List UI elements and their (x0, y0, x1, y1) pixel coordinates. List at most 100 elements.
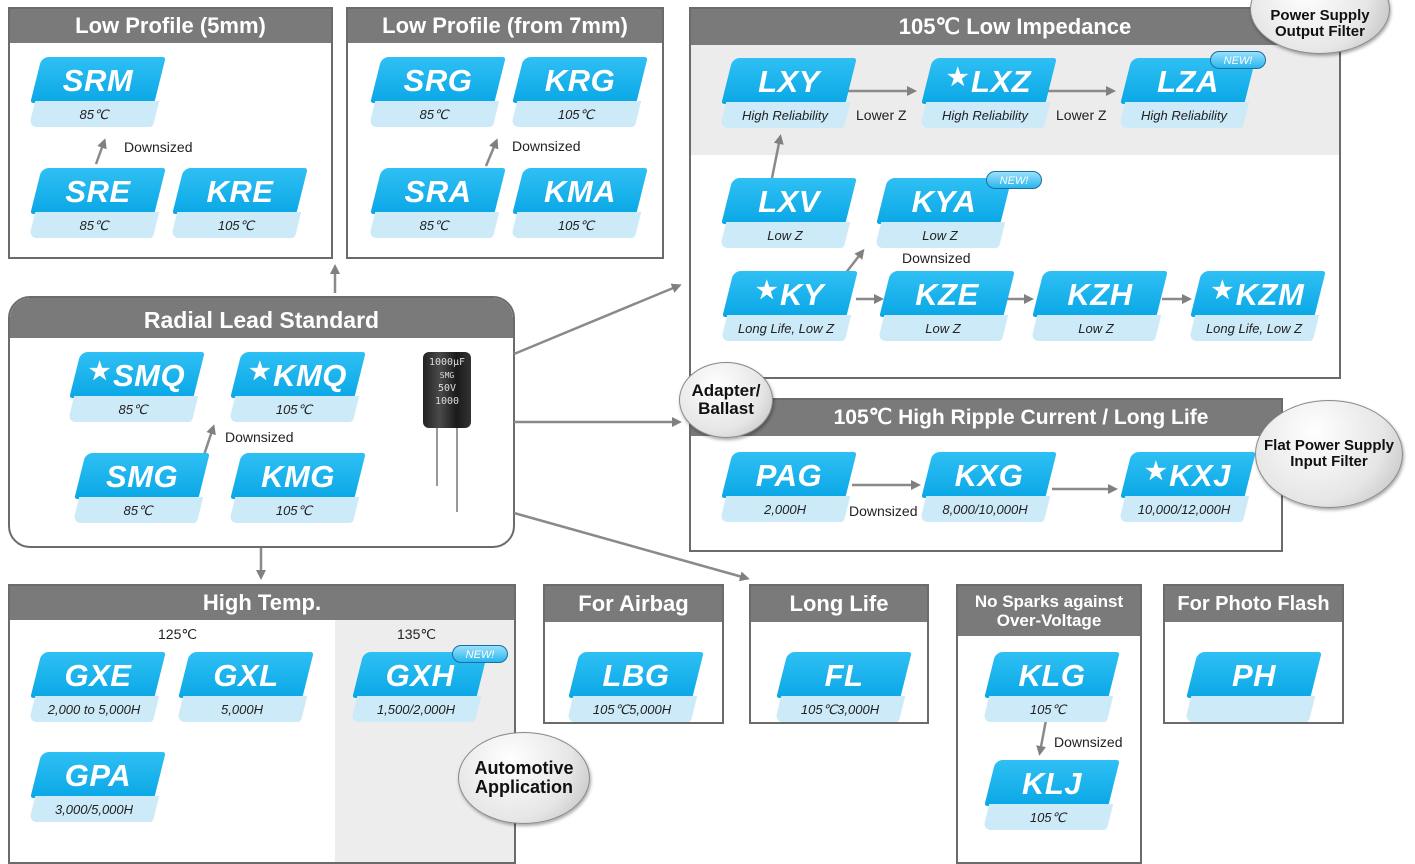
bubble-adapter-ballast: Adapter/Ballast (679, 362, 773, 438)
downsized-label: Downsized (902, 250, 971, 266)
series-name: KLG (1018, 658, 1086, 693)
panel-title: Long Life (751, 586, 927, 622)
panel-title: Radial Lead Standard (10, 298, 513, 338)
series-chip-kre[interactable]: KRE 105℃ (170, 168, 308, 238)
star-icon: ★ (755, 277, 778, 304)
series-spec: 105℃ (1029, 702, 1067, 717)
series-chip-krg[interactable]: KRG 105℃ (510, 57, 648, 127)
series-name: KRE (206, 174, 274, 209)
series-chip-gxe[interactable]: GXE 2,000 to 5,000H (28, 652, 166, 722)
series-name: KMG (261, 459, 335, 494)
series-spec: 1,500/2,000H (376, 702, 456, 717)
series-chip-kmg[interactable]: KMG 105℃ (228, 453, 366, 523)
series-name: ★KXJ (1145, 458, 1231, 493)
series-spec: 105℃ (557, 107, 595, 122)
series-chip-klj[interactable]: KLJ 105℃ (982, 760, 1120, 830)
star-icon: ★ (249, 358, 272, 385)
series-chip-kzh[interactable]: KZH Low Z (1030, 271, 1168, 341)
series-chip-smq[interactable]: ★SMQ 85℃ (67, 352, 205, 422)
series-name: KRG (544, 63, 616, 98)
series-spec: 105℃ (1029, 810, 1067, 825)
star-icon: ★ (88, 358, 111, 385)
temp-125-label: 125℃ (158, 626, 198, 642)
series-name: KZH (1067, 277, 1133, 312)
series-name: ★KMQ (249, 358, 347, 393)
downsized-label: Downsized (512, 138, 581, 154)
series-chip-srg[interactable]: SRG 85℃ (368, 57, 506, 127)
series-spec: 5,000H (221, 702, 263, 717)
star-icon: ★ (1145, 458, 1168, 485)
panel-title: No Sparks against Over-Voltage (958, 586, 1140, 636)
series-spec: 105℃3,000H (800, 702, 880, 717)
temp-135-label: 135℃ (397, 626, 437, 642)
series-spec: 3,000/5,000H (54, 802, 134, 817)
series-chip-kma[interactable]: KMA 105℃ (510, 168, 648, 238)
lower-z-label: Lower Z (1056, 107, 1107, 123)
lower-z-label: Lower Z (856, 107, 907, 123)
series-chip-kze[interactable]: KZE Low Z (877, 271, 1015, 341)
series-spec: 85℃ (79, 218, 109, 233)
downsized-label: Downsized (849, 503, 918, 519)
series-spec: 85℃ (419, 218, 449, 233)
series-chip-ph[interactable]: PH (1184, 652, 1322, 722)
series-name: KYA (911, 184, 977, 219)
series-chip-kya[interactable]: KYA Low Z (874, 178, 1012, 248)
panel-title: Low Profile (from 7mm) (348, 9, 662, 43)
series-chip-klg[interactable]: KLG 105℃ (982, 652, 1120, 722)
series-chip-kmq[interactable]: ★KMQ 105℃ (228, 352, 366, 422)
new-badge: NEW! (986, 171, 1042, 189)
series-chip-kxg[interactable]: KXG 8,000/10,000H (919, 452, 1057, 522)
series-chip-fl[interactable]: FL 105℃3,000H (774, 652, 912, 722)
new-badge: NEW! (452, 645, 508, 663)
series-name: KXG (954, 458, 1024, 493)
series-name: LBG (602, 658, 670, 693)
series-spec: 85℃ (118, 402, 148, 417)
series-spec: High Reliability (1141, 108, 1227, 123)
series-name: SRA (404, 174, 472, 209)
series-spec: 105℃ (275, 402, 313, 417)
series-chip-lxz[interactable]: ★LXZ High Reliability (919, 58, 1057, 128)
series-chip-lza[interactable]: LZA High Reliability (1118, 58, 1256, 128)
series-spec: 105℃5,000H (592, 702, 672, 717)
series-chip-gxh[interactable]: GXH 1,500/2,000H (350, 652, 488, 722)
series-chip-sre[interactable]: SRE 85℃ (28, 168, 166, 238)
series-chip-pag[interactable]: PAG 2,000H (719, 452, 857, 522)
series-name: PH (1231, 658, 1277, 693)
capacitor-lead (456, 428, 458, 512)
series-spec: High Reliability (742, 108, 828, 123)
series-chip-smg[interactable]: SMG 85℃ (72, 453, 210, 523)
series-chip-kzm[interactable]: ★KZM Long Life, Low Z (1188, 271, 1326, 341)
series-spec: 85℃ (419, 107, 449, 122)
series-name: LXY (758, 64, 820, 99)
series-name: GXL (213, 658, 279, 693)
series-name: KLJ (1021, 766, 1083, 801)
series-chip-srm[interactable]: SRM 85℃ (28, 57, 166, 127)
series-chip-lxv[interactable]: LXV Low Z (719, 178, 857, 248)
panel-title: Low Profile (5mm) (10, 9, 331, 43)
series-name: ★KY (755, 277, 825, 312)
series-chip-kxj[interactable]: ★KXJ 10,000/12,000H (1118, 452, 1256, 522)
series-spec: Long Life, Low Z (737, 321, 835, 336)
series-name: KMA (543, 174, 617, 209)
capacitor-body: 1000μF SMG 50V 1000 (423, 352, 471, 428)
series-chip-sra[interactable]: SRA 85℃ (368, 168, 506, 238)
new-badge: NEW! (1210, 51, 1266, 69)
series-spec: 2,000H (764, 502, 806, 517)
series-name: LXV (758, 184, 820, 219)
panel-title: 105℃ High Ripple Current / Long Life (691, 400, 1281, 436)
series-chip-lbg[interactable]: LBG 105℃5,000H (566, 652, 704, 722)
arrow-radial-to-impedance (513, 283, 682, 356)
series-chip-ky[interactable]: ★KY Long Life, Low Z (720, 271, 858, 341)
series-chip-lxy[interactable]: LXY High Reliability (719, 58, 857, 128)
series-name: GXH (385, 658, 455, 693)
series-spec: Low Z (922, 228, 958, 243)
series-spec: Long Life, Low Z (1205, 321, 1303, 336)
series-name: SRM (62, 63, 134, 98)
panel-high-temp: High Temp. (8, 584, 516, 864)
series-chip-gxl[interactable]: GXL 5,000H (176, 652, 314, 722)
series-spec: 105℃ (557, 218, 595, 233)
series-name: ★SMQ (88, 358, 186, 393)
series-chip-gpa[interactable]: GPA 3,000/5,000H (28, 752, 166, 822)
series-name: SRG (403, 63, 473, 98)
